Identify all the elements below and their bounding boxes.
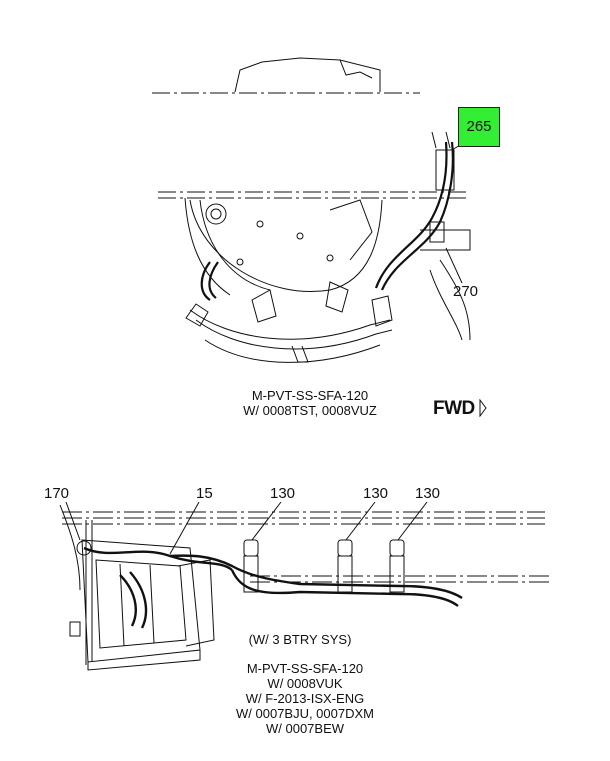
top-caption-line-2: W/ 0008TST, 0008VUZ (243, 403, 377, 418)
bottom-caption: M-PVT-SS-SFA-120 W/ 0008VUK W/ F-2013-IS… (220, 661, 390, 736)
callout-170[interactable]: 170 (44, 485, 70, 502)
callout-130-b[interactable]: 130 (363, 485, 389, 502)
battery-box (69, 520, 215, 671)
bottom-caption-line-3: W/ F-2013-ISX-ENG (245, 691, 365, 706)
bottom-caption-line-1: M-PVT-SS-SFA-120 (246, 661, 364, 676)
top-cable-265 (200, 141, 454, 301)
fwd-label: FWD (433, 398, 475, 419)
callout-270[interactable]: 270 (453, 283, 479, 300)
bottom-caption-line-2: W/ 0008VUK (267, 676, 343, 691)
callout-130-a[interactable]: 130 (270, 485, 296, 502)
bottom-frame-rails (59, 504, 552, 591)
top-bracket-270 (420, 131, 471, 251)
callout-265-highlighted[interactable]: 265 (458, 107, 500, 147)
callout-265-label: 265 (466, 118, 492, 135)
harness-clips (243, 539, 405, 593)
bottom-caption-line-5: W/ 0007BEW (265, 721, 345, 736)
callout-15[interactable]: 15 (196, 485, 213, 502)
top-engine-outline (152, 57, 470, 296)
top-caption: M-PVT-SS-SFA-120 W/ 0008TST, 0008VUZ (230, 388, 390, 418)
bottom-subtitle: (W/ 3 BTRY SYS) (248, 632, 352, 647)
callout-130-c[interactable]: 130 (415, 485, 441, 502)
bottom-caption-line-4: W/ 0007BJU, 0007DXM (235, 706, 374, 721)
top-leader-lines (429, 141, 471, 341)
bottom-harness (83, 546, 463, 629)
forward-arrow-icon (479, 399, 487, 417)
top-caption-line-1: M-PVT-SS-SFA-120 (251, 388, 369, 403)
top-crossmember (185, 281, 393, 363)
bottom-leader-lines (65, 501, 428, 555)
flywheel-housing (189, 199, 383, 292)
